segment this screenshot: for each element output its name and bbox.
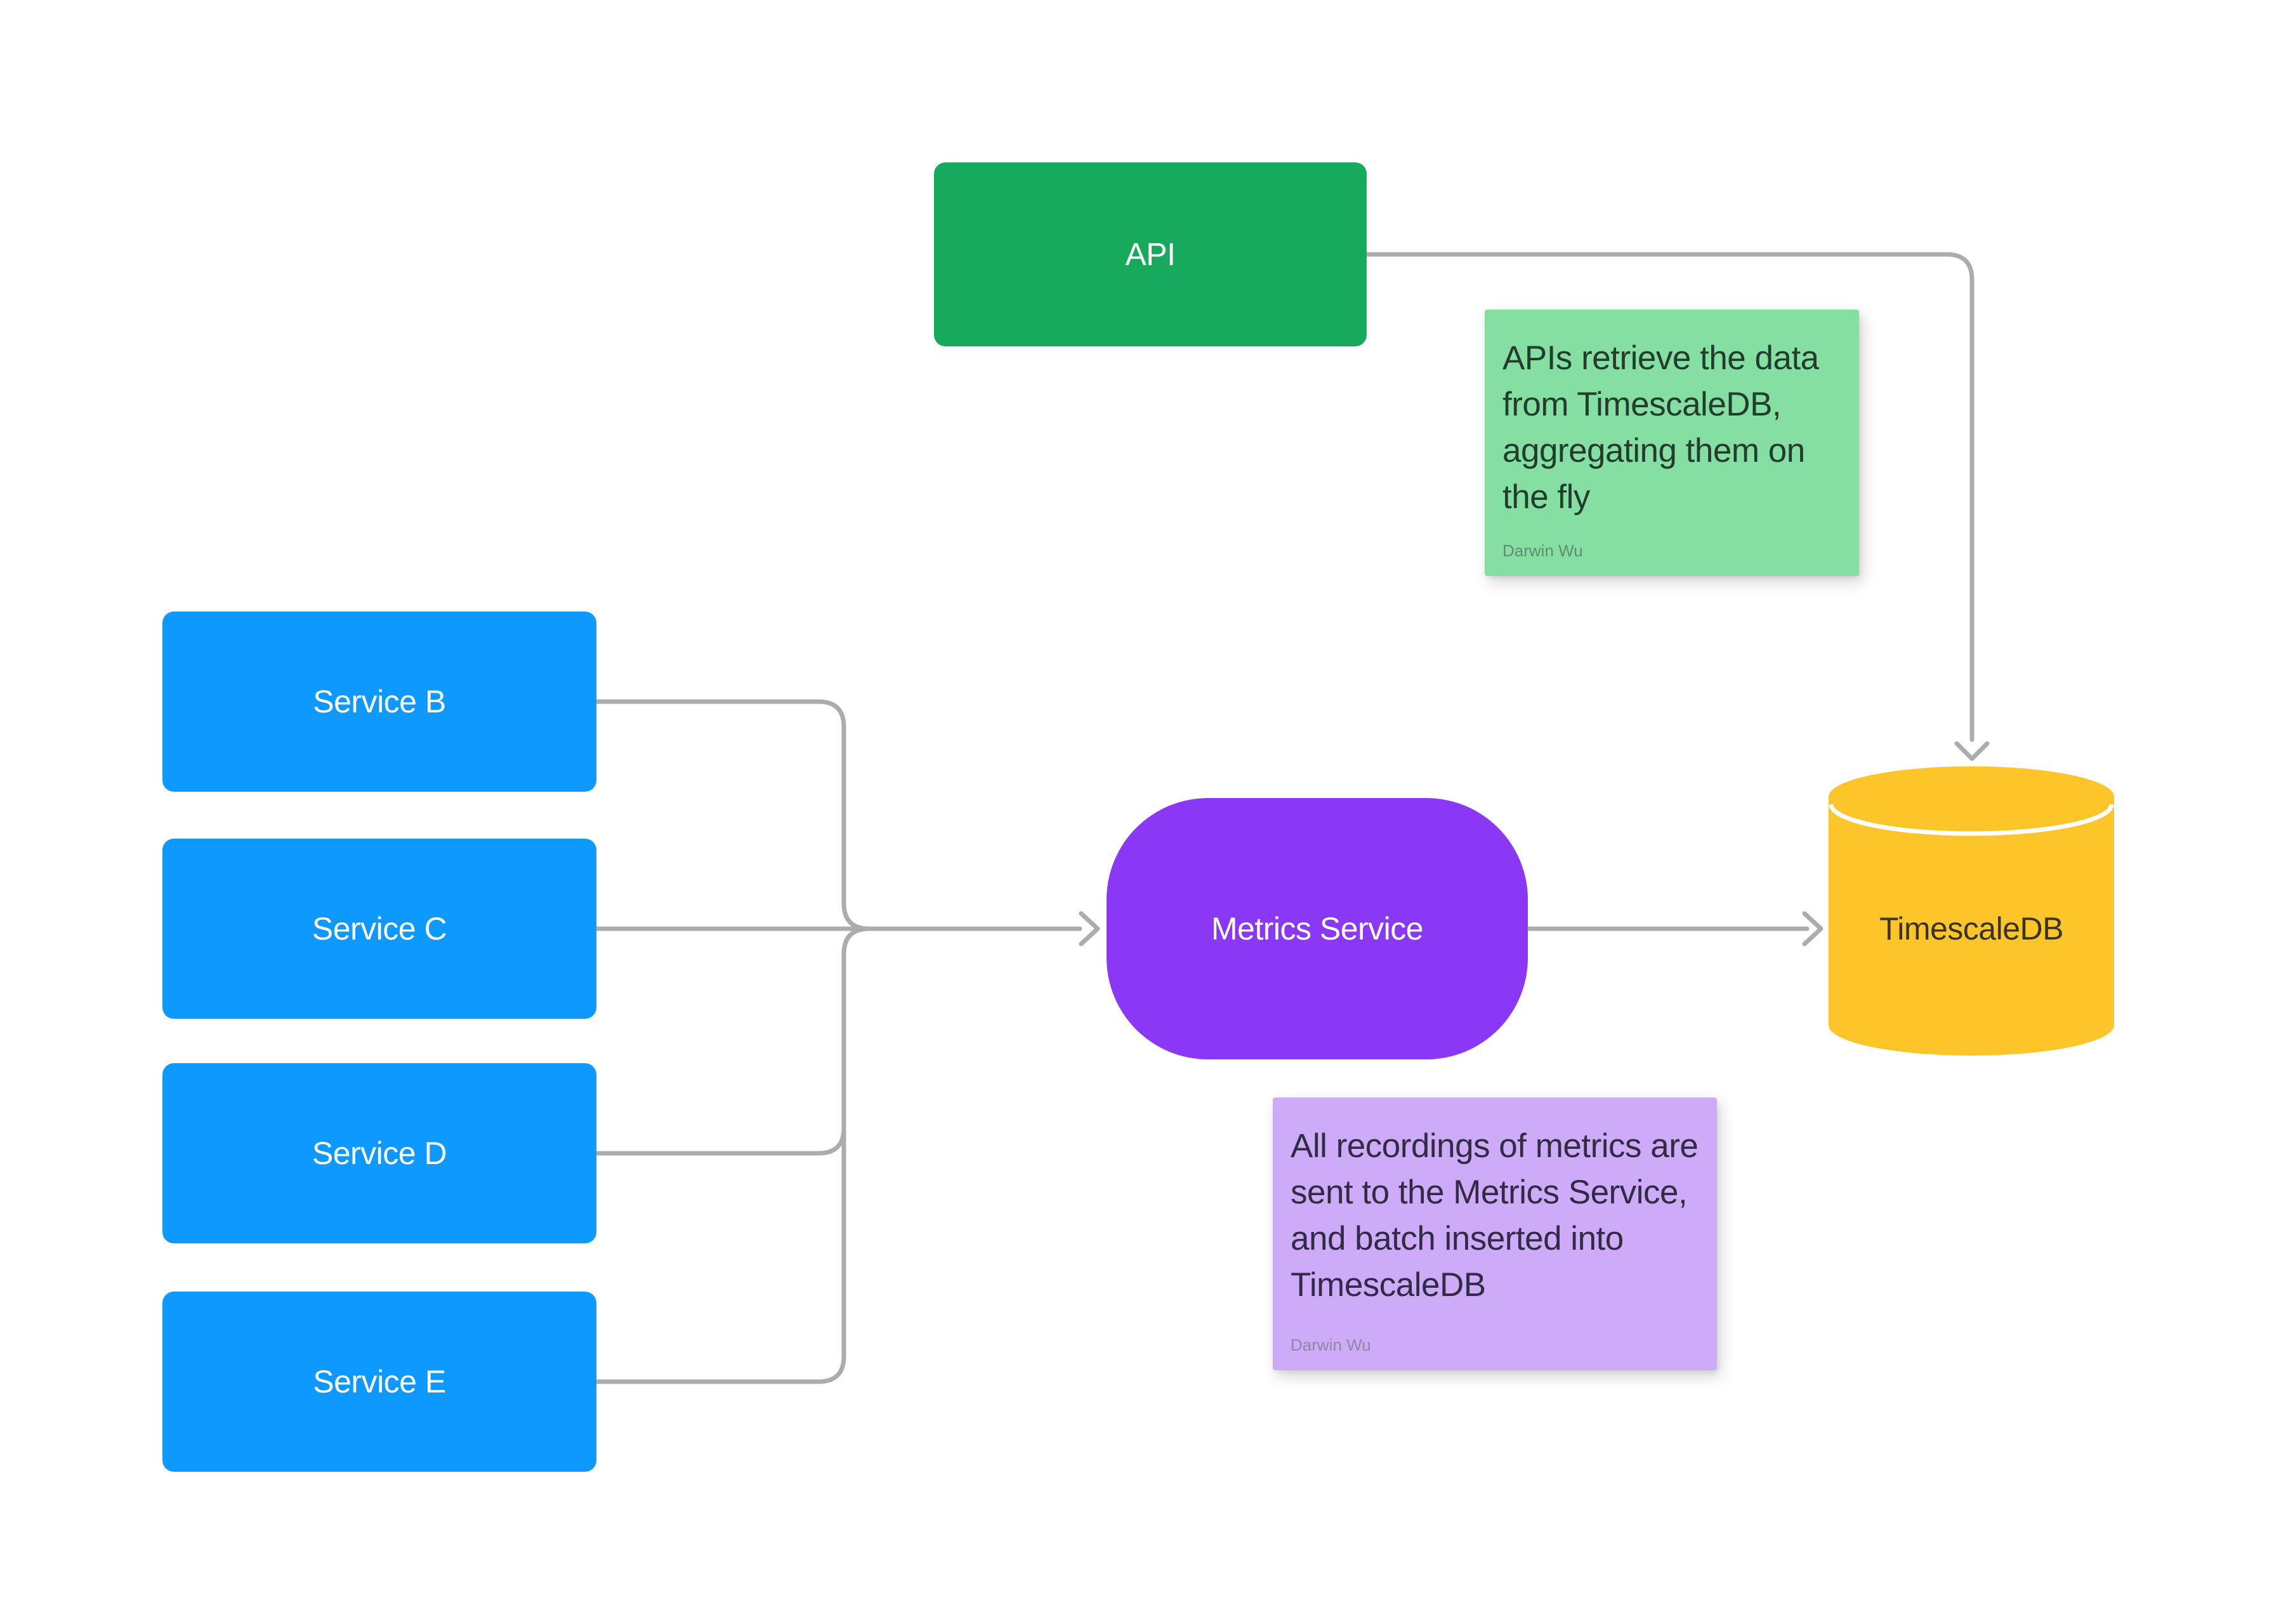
cylinder-lid-line [1829, 804, 2114, 836]
api-node-label: API [1125, 237, 1176, 272]
service-e-node-label: Service E [313, 1364, 446, 1399]
connector-service-d-to-metrics[interactable] [594, 926, 872, 1156]
connector-service-e-to-metrics[interactable] [594, 926, 872, 1384]
api-sticky-note-author: Darwin Wu [1502, 540, 1583, 560]
metrics-service-node-label: Metrics Service [1211, 911, 1424, 946]
service-e-node[interactable]: Service E [162, 1292, 596, 1472]
timescaledb-node-label: TimescaleDB [1879, 911, 2063, 946]
service-b-node[interactable]: Service B [162, 612, 596, 792]
connector-service-b-to-metrics[interactable] [594, 699, 872, 931]
service-b-node-label: Service B [313, 684, 446, 719]
api-sticky-note[interactable]: APIs retrieve the data from TimescaleDB,… [1485, 310, 1859, 576]
api-node[interactable]: API [934, 162, 1367, 346]
metrics-sticky-note[interactable]: All recordings of metrics are sent to th… [1273, 1097, 1717, 1370]
arrowhead-into-metrics-icon [1079, 911, 1100, 946]
database-cylinder-icon [1829, 766, 2114, 1056]
timescaledb-node[interactable]: TimescaleDB [1829, 766, 2114, 1056]
metrics-sticky-note-text: All recordings of metrics are sent to th… [1291, 1127, 1699, 1304]
metrics-sticky-note-author: Darwin Wu [1291, 1335, 1371, 1354]
service-d-node-label: Service D [312, 1136, 447, 1171]
cylinder-body [1829, 766, 2114, 1056]
service-d-node[interactable]: Service D [162, 1063, 596, 1243]
arrowhead-into-timescaledb-top-icon [1954, 741, 1990, 761]
arrowhead-into-timescaledb-left-icon [1802, 911, 1824, 946]
service-c-node[interactable]: Service C [162, 839, 596, 1019]
api-sticky-note-text: APIs retrieve the data from TimescaleDB,… [1502, 339, 1819, 516]
metrics-service-node[interactable]: Metrics Service [1107, 798, 1528, 1059]
connector-api-to-timescaledb[interactable] [1364, 252, 1975, 742]
service-c-node-label: Service C [312, 911, 447, 946]
